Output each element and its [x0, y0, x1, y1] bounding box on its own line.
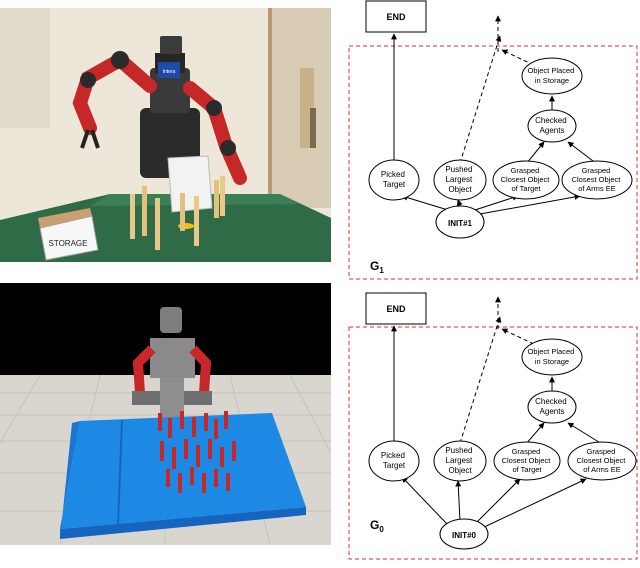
simulation-render — [0, 283, 331, 545]
task-graph-g0-svg: END Picked Target Pushed Largest Object … — [348, 292, 638, 560]
node-grasped-closest-arms-label: Grasped Closest Object of Arms EE — [572, 166, 623, 193]
node-object-placed — [521, 338, 583, 376]
end-node-label: END — [386, 304, 406, 314]
graph-group-label: G0 — [370, 518, 384, 534]
node-init-label: INIT#1 — [448, 219, 473, 228]
storage-box-label: STORAGE — [49, 239, 88, 248]
node-picked-target — [368, 159, 420, 201]
end-node — [365, 292, 427, 325]
node-pushed-largest-object — [433, 159, 487, 201]
node-checked-agents — [527, 390, 577, 424]
node-pushed-largest-object — [433, 440, 487, 482]
node-init — [439, 518, 489, 550]
dashed-frame — [348, 45, 638, 280]
node-object-placed-label: Object Placed in Storage — [528, 66, 577, 85]
node-grasped-closest-target-label: Grasped Closest Object of Target — [501, 166, 552, 193]
node-grasped-closest-arms — [561, 160, 633, 200]
node-picked-target-label: Picked Target — [381, 170, 407, 189]
node-picked-target-label: Picked Target — [381, 451, 407, 470]
node-init-label: INIT#0 — [452, 531, 477, 540]
task-graph-g1-svg: END Picked Target Pushed Largest Object … — [348, 0, 638, 280]
node-grasped-closest-arms-label: Grasped Closest Object of Arms EE — [577, 447, 628, 474]
robot-screen-label: Intera — [163, 69, 176, 75]
node-picked-target — [368, 440, 420, 482]
end-node-label: END — [386, 12, 406, 22]
task-graph-g1: END Picked Target Pushed Largest Object … — [340, 0, 640, 282]
node-init — [435, 205, 485, 239]
node-grasped-closest-target-label: Grasped Closest Object of Target — [502, 447, 553, 474]
real-robot-illustration: Intera STORAGE — [0, 8, 331, 262]
node-checked-agents-label: Checked Agents — [535, 397, 569, 416]
dashed-frame — [348, 326, 638, 560]
task-graph-g0: END Picked Target Pushed Largest Object … — [340, 289, 640, 563]
node-pushed-largest-object-label: Pushed Largest Object — [445, 446, 474, 475]
real-robot-photo: Intera STORAGE — [0, 8, 331, 262]
node-grasped-closest-arms — [567, 441, 637, 481]
node-object-placed — [521, 57, 583, 95]
node-pushed-largest-object-label: Pushed Largest Object — [445, 165, 474, 194]
graph-group-label: G1 — [370, 259, 384, 275]
node-grasped-closest-target — [493, 441, 561, 481]
node-checked-agents-label: Checked Agents — [535, 116, 569, 135]
node-object-placed-label: Object Placed in Storage — [528, 347, 577, 366]
end-node — [365, 0, 427, 33]
simulation-illustration — [0, 283, 331, 545]
node-grasped-closest-target — [492, 160, 560, 200]
node-checked-agents — [527, 109, 577, 143]
